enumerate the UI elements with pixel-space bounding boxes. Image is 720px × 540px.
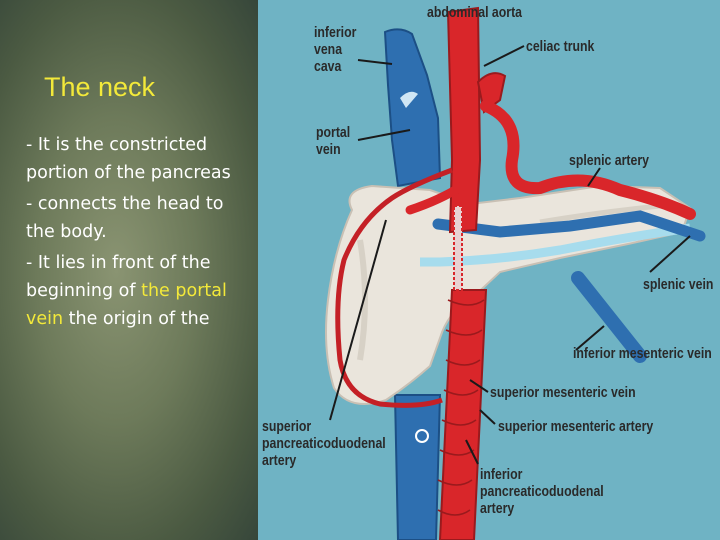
- text-panel: The neck - It is the constricted portion…: [0, 0, 258, 540]
- label-portal-vein: portal vein: [316, 124, 358, 158]
- inferior-mesenteric-vein-path: [571, 271, 647, 363]
- bullet-text-after: the origin of the: [63, 309, 210, 329]
- pancreatic-duct: [420, 223, 691, 267]
- inferior-vena-cava: [383, 28, 442, 188]
- bullet-portal-vein: - It lies in front of the beginning of t…: [26, 249, 241, 333]
- pancreas-diagram: abdominal aorta inferior vena cava celia…: [258, 0, 720, 540]
- label-superior-pancreaticoduodenal-artery: superior pancreaticoduodenal artery: [262, 418, 413, 469]
- gastroduodenal-artery: [405, 181, 467, 215]
- portal-vein-highlight: the portal vein: [26, 281, 227, 329]
- label-ivc-line-1: inferior: [314, 24, 357, 41]
- label-inferior-pancreaticoduodenal-artery: inferior pancreaticoduodenal artery: [480, 466, 631, 517]
- label-superior-mesenteric-artery: superior mesenteric artery: [498, 418, 654, 435]
- vessel-highlight: [400, 91, 418, 108]
- slide-body: - It is the constricted portion of the p…: [26, 131, 241, 336]
- label-abdominal-aorta: abdominal aorta: [427, 4, 523, 21]
- label-ivc-line-3: cava: [314, 58, 342, 75]
- label-splenic-vein: splenic vein: [643, 276, 714, 293]
- label-ipd-line-3: artery: [480, 500, 515, 517]
- vessel-ring: [415, 429, 429, 443]
- inferior-vena-cava-lower: [393, 394, 442, 540]
- splenic-artery-path: [480, 100, 696, 220]
- slide-title: The neck: [44, 72, 156, 102]
- label-inferior-mesenteric-vein: inferior mesenteric vein: [573, 345, 712, 362]
- bullet-constricted-portion: - It is the constricted portion of the p…: [26, 135, 231, 183]
- label-splenic-artery: splenic artery: [569, 152, 650, 169]
- label-spd-line-3: artery: [262, 452, 297, 469]
- label-ipd-line-2: pancreaticoduodenal: [480, 483, 604, 500]
- label-ivc-line-2: vena: [314, 41, 343, 58]
- abdominal-aorta: [446, 6, 482, 234]
- label-portal-vein-line-2: vein: [316, 141, 341, 158]
- label-spd-line-2: pancreaticoduodenal: [262, 435, 386, 452]
- label-superior-mesenteric-vein: superior mesenteric vein: [490, 384, 636, 401]
- artery-striations: [437, 299, 485, 516]
- superior-mesenteric-artery: [438, 289, 488, 540]
- label-spd-line-1: superior: [262, 418, 312, 435]
- pancreaticoduodenal-arcade: [335, 167, 453, 408]
- pancreas-texture: [357, 239, 368, 361]
- bullet-connects-head-body: - connects the head to the body.: [26, 194, 224, 242]
- vessel-behind-pancreas: [453, 205, 463, 291]
- pancreas-texture-body: [539, 203, 661, 225]
- splenic-vein-path: [432, 210, 706, 242]
- label-ipd-line-1: inferior: [480, 466, 523, 483]
- bullet-text-before: - It lies in front of the beginning of: [26, 253, 211, 301]
- pancreas-illustration: [258, 0, 720, 540]
- label-inferior-vena-cava: inferior vena cava: [314, 24, 366, 75]
- label-celiac-trunk: celiac trunk: [526, 38, 595, 55]
- leader-lines: [329, 45, 691, 465]
- label-portal-vein-line-1: portal: [316, 124, 351, 141]
